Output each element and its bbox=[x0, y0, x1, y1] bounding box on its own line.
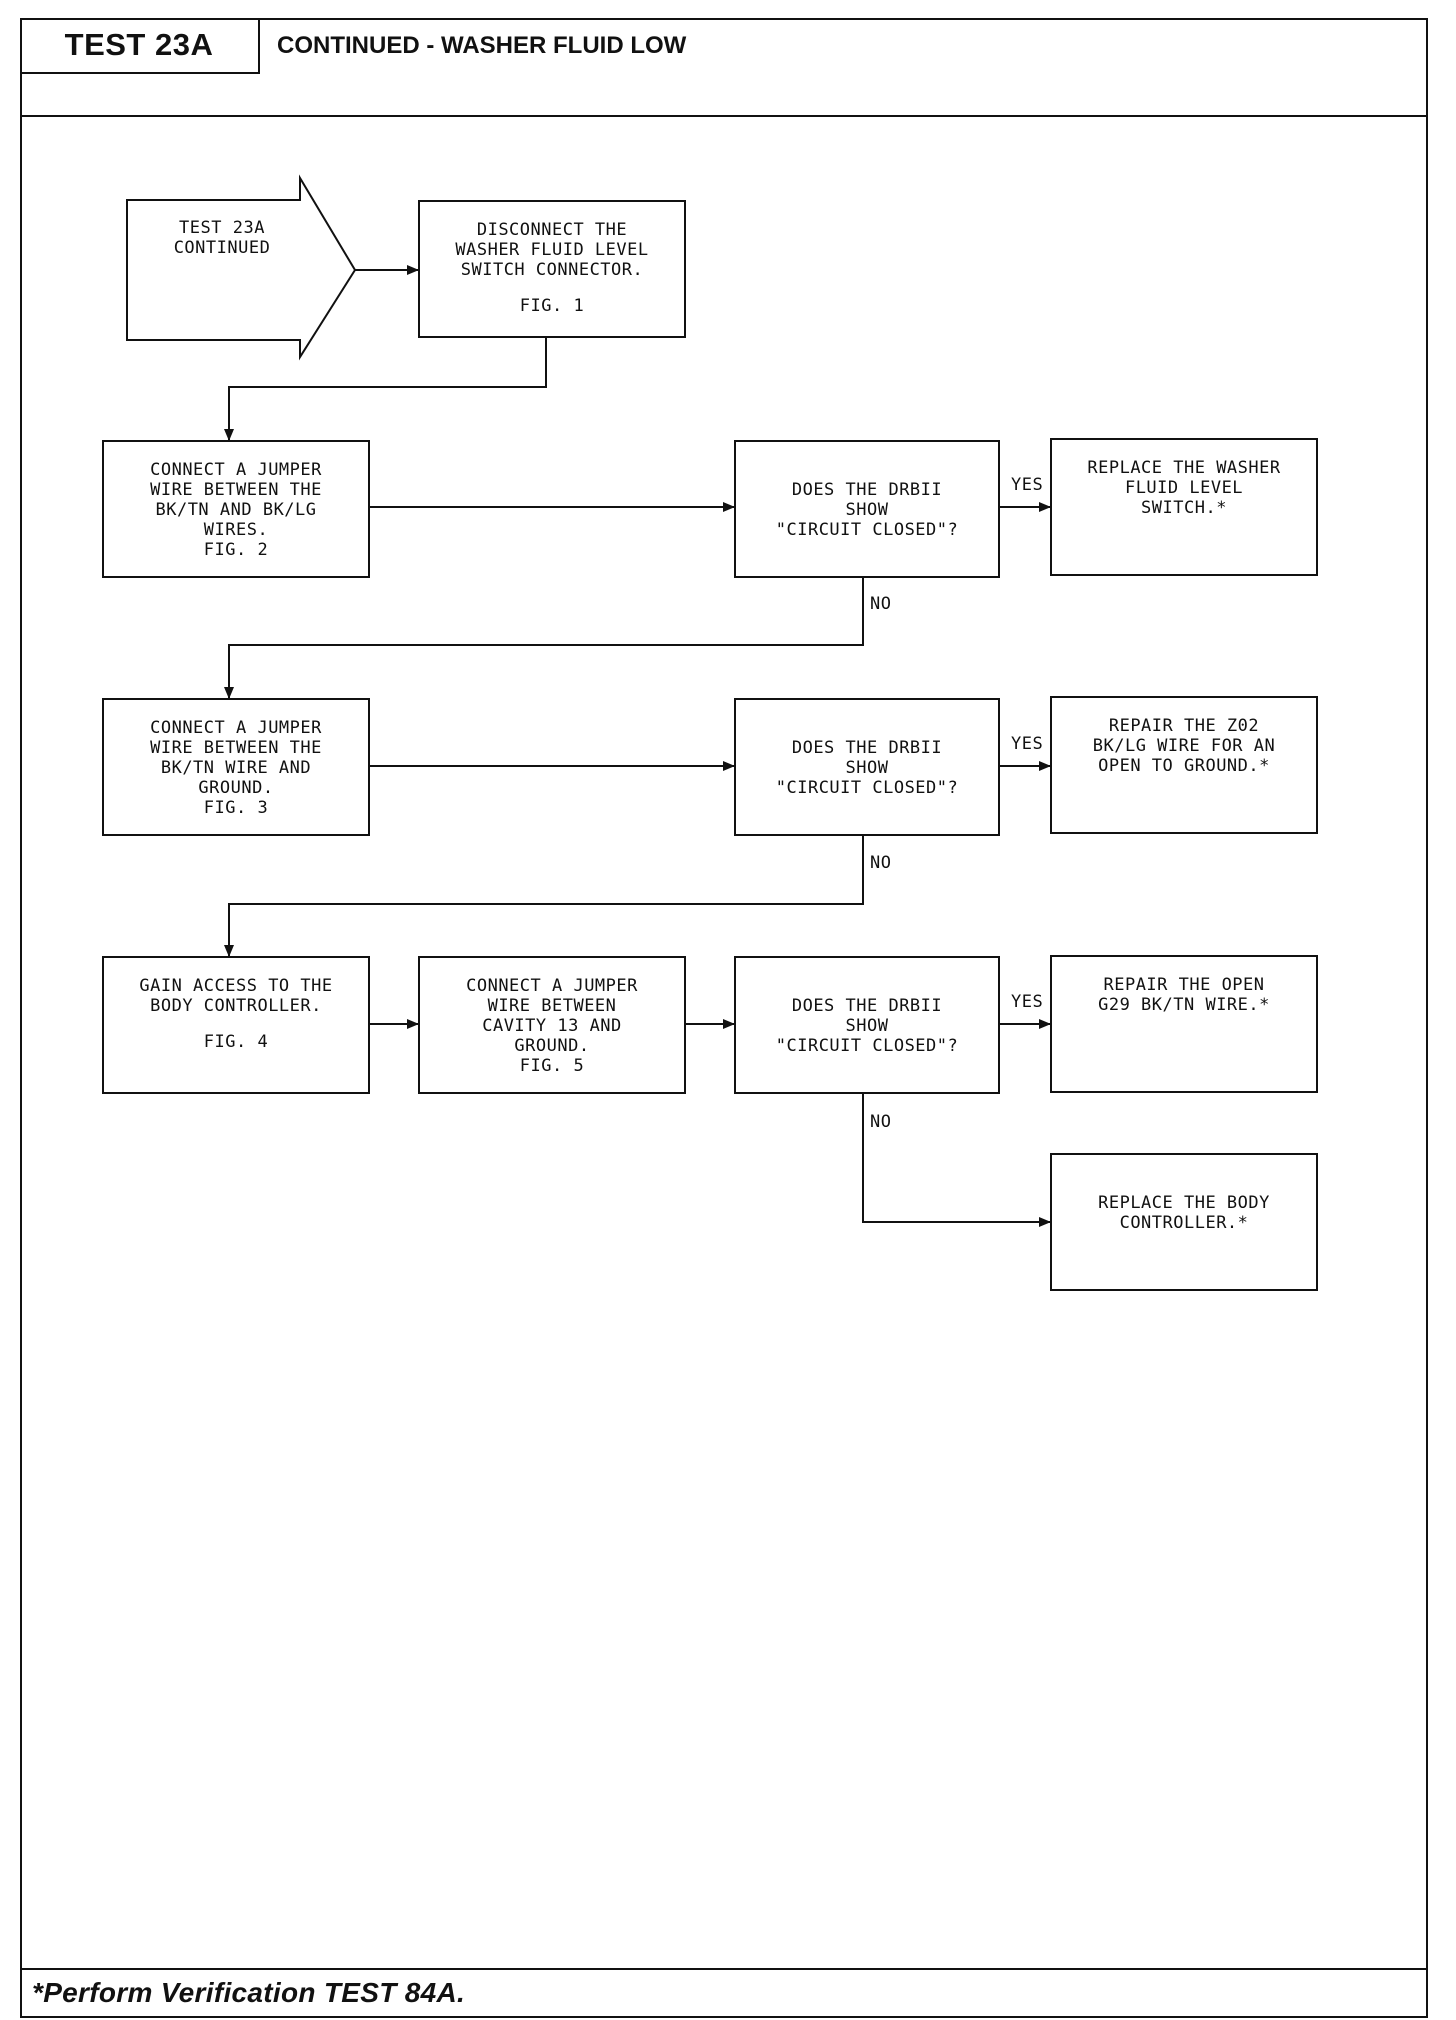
yes-label: YES bbox=[1011, 475, 1044, 495]
step-jumper-bktn-bklg: CONNECT A JUMPER WIRE BETWEEN THE BK/TN … bbox=[102, 440, 370, 578]
decision-circuit-closed-2: DOES THE DRBII SHOW "CIRCUIT CLOSED"? bbox=[734, 698, 1000, 836]
start-label: TEST 23A CONTINUED bbox=[127, 218, 317, 258]
box-line: REPLACE THE WASHER bbox=[1087, 458, 1281, 478]
box-line: DISCONNECT THE bbox=[476, 220, 628, 240]
box-line: BK/LG WIRE FOR AN bbox=[1092, 736, 1276, 756]
box-line: "CIRCUIT CLOSED"? bbox=[775, 778, 959, 798]
box-line: "CIRCUIT CLOSED"? bbox=[775, 1036, 959, 1056]
box-line: FLUID LEVEL bbox=[1124, 478, 1244, 498]
start-line: CONTINUED bbox=[173, 238, 271, 258]
box-line: WIRE BETWEEN bbox=[487, 996, 617, 1016]
box-line: CAVITY 13 AND bbox=[482, 1016, 622, 1036]
figure-ref: FIG. 4 bbox=[203, 1032, 269, 1052]
no-label: NO bbox=[870, 853, 892, 873]
connector-step1-step2 bbox=[224, 338, 547, 441]
box-line: WASHER FLUID LEVEL bbox=[455, 240, 649, 260]
start-arrow-shape bbox=[126, 174, 357, 361]
box-line: CONNECT A JUMPER bbox=[150, 460, 322, 480]
no-label: NO bbox=[870, 1112, 892, 1132]
box-line: SHOW bbox=[845, 758, 889, 778]
box-line: SHOW bbox=[845, 1016, 889, 1036]
box-line: OPEN TO GROUND.* bbox=[1098, 756, 1270, 776]
test-id-box: TEST 23A bbox=[20, 18, 260, 74]
box-line: WIRE BETWEEN THE bbox=[150, 480, 322, 500]
start-line: TEST 23A bbox=[179, 218, 265, 238]
result-replace-body-controller: REPLACE THE BODY CONTROLLER.* bbox=[1050, 1153, 1318, 1291]
box-line: WIRE BETWEEN THE bbox=[150, 738, 322, 758]
box-line: BODY CONTROLLER. bbox=[150, 996, 322, 1016]
box-line: "CIRCUIT CLOSED"? bbox=[775, 520, 959, 540]
result-repair-z02: REPAIR THE Z02 BK/LG WIRE FOR AN OPEN TO… bbox=[1050, 696, 1318, 834]
connector-decision2-step4 bbox=[224, 835, 864, 957]
test-id: TEST 23A bbox=[64, 27, 214, 62]
footer-note: *Perform Verification TEST 84A. bbox=[32, 1977, 466, 2008]
box-line: GAIN ACCESS TO THE bbox=[139, 976, 333, 996]
box-line: CONNECT A JUMPER bbox=[150, 718, 322, 738]
decision-circuit-closed-1: DOES THE DRBII SHOW "CIRCUIT CLOSED"? bbox=[734, 440, 1000, 578]
connector-decision3-result4 bbox=[862, 1094, 1051, 1227]
box-line: REPLACE THE BODY bbox=[1098, 1193, 1270, 1213]
page-frame bbox=[20, 18, 1428, 2018]
yes-label: YES bbox=[1011, 734, 1044, 754]
box-line: GROUND. bbox=[198, 778, 274, 798]
figure-ref: FIG. 5 bbox=[519, 1056, 585, 1076]
box-line: WIRES. bbox=[203, 520, 269, 540]
header-divider bbox=[20, 115, 1428, 117]
step-disconnect-switch: DISCONNECT THE WASHER FLUID LEVEL SWITCH… bbox=[418, 200, 686, 338]
box-line: CONNECT A JUMPER bbox=[466, 976, 638, 996]
step-jumper-cavity-13: CONNECT A JUMPER WIRE BETWEEN CAVITY 13 … bbox=[418, 956, 686, 1094]
box-line: REPAIR THE OPEN bbox=[1103, 975, 1265, 995]
result-repair-g29: REPAIR THE OPEN G29 BK/TN WIRE.* bbox=[1050, 955, 1318, 1093]
box-line: GROUND. bbox=[514, 1036, 590, 1056]
box-line: BK/TN WIRE AND bbox=[160, 758, 312, 778]
box-line: SWITCH CONNECTOR. bbox=[460, 260, 644, 280]
no-label: NO bbox=[870, 594, 892, 614]
decision-circuit-closed-3: DOES THE DRBII SHOW "CIRCUIT CLOSED"? bbox=[734, 956, 1000, 1094]
result-replace-switch: REPLACE THE WASHER FLUID LEVEL SWITCH.* bbox=[1050, 438, 1318, 576]
figure-ref: FIG. 1 bbox=[519, 296, 585, 316]
box-line: DOES THE DRBII bbox=[791, 738, 943, 758]
box-line: DOES THE DRBII bbox=[791, 996, 943, 1016]
figure-ref: FIG. 3 bbox=[203, 798, 269, 818]
box-line: G29 BK/TN WIRE.* bbox=[1098, 995, 1270, 1015]
footer-divider bbox=[20, 1968, 1428, 1970]
connector-decision1-step3 bbox=[224, 576, 864, 699]
yes-label: YES bbox=[1011, 992, 1044, 1012]
box-line: DOES THE DRBII bbox=[791, 480, 943, 500]
box-line: REPAIR THE Z02 bbox=[1108, 716, 1260, 736]
box-line: SWITCH.* bbox=[1141, 498, 1227, 518]
step-jumper-bktn-ground: CONNECT A JUMPER WIRE BETWEEN THE BK/TN … bbox=[102, 698, 370, 836]
page-title: CONTINUED - WASHER FLUID LOW bbox=[277, 32, 687, 59]
step-gain-access: GAIN ACCESS TO THE BODY CONTROLLER. FIG.… bbox=[102, 956, 370, 1094]
box-line: CONTROLLER.* bbox=[1119, 1213, 1249, 1233]
box-line: BK/TN AND BK/LG bbox=[155, 500, 317, 520]
box-line: SHOW bbox=[845, 500, 889, 520]
figure-ref: FIG. 2 bbox=[203, 540, 269, 560]
